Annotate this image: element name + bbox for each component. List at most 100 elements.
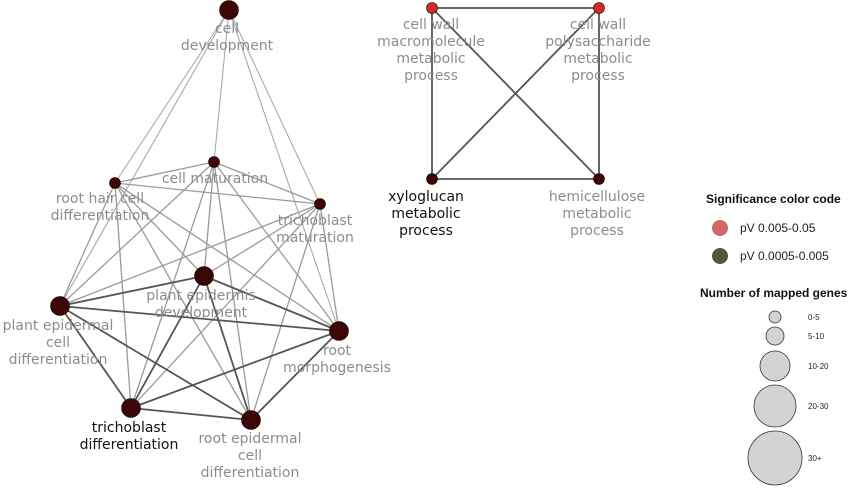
edge-cell_mat-root_epi xyxy=(213,161,252,421)
node-label-line: development xyxy=(155,305,248,321)
legend-size-circle xyxy=(747,430,803,486)
node-layer xyxy=(50,0,605,430)
edge-cell_dev-cell_mat xyxy=(213,9,230,163)
node-label-line: trichoblast xyxy=(278,213,353,229)
node-label-line: cell xyxy=(215,21,239,37)
node-label-line: metabolic xyxy=(396,51,465,67)
edge-plant_epi_dev-root_epi xyxy=(203,275,252,421)
legend-color-label-light: pV 0.005-0.05 xyxy=(740,221,816,235)
edge-trich_mat-plant_epi_cell xyxy=(59,203,321,307)
node-cw_poly[interactable] xyxy=(593,2,605,14)
edge-plant_epi_dev-root_morph xyxy=(203,275,340,332)
edge-cell_mat-root_morph xyxy=(213,161,340,332)
node-label-line: metabolic xyxy=(563,51,632,67)
edge-root_morph-trich_diff xyxy=(130,330,340,409)
legend-color-swatch-light xyxy=(712,220,728,236)
legend-color-label-dark: pV 0.0005-0.005 xyxy=(740,249,829,263)
edge-plant_epi_cell-trich_diff xyxy=(59,305,132,409)
legend-size-scale: 0-5 5-10 10-20 20-30 30+ xyxy=(747,310,829,486)
node-root_hair[interactable] xyxy=(109,177,121,189)
node-label-line: metabolic xyxy=(562,206,631,222)
edge-trich_mat-root_epi xyxy=(250,203,321,421)
edge-cell_dev-trich_mat xyxy=(228,9,321,205)
legend-size-circle xyxy=(768,310,782,324)
node-label-line: root xyxy=(323,343,352,359)
node-xylo[interactable] xyxy=(426,173,438,185)
edge-cw_poly-xylo xyxy=(431,7,600,180)
edge-trich_mat-root_morph xyxy=(319,203,340,332)
edge-cell_dev-root_morph xyxy=(228,9,340,332)
edge-cell_dev-plant_epi_cell xyxy=(59,9,230,307)
node-label-line: metabolic xyxy=(391,206,460,222)
legend-size-label: 30+ xyxy=(808,454,822,463)
node-label-line: cell maturation xyxy=(162,171,268,187)
edge-root_morph-root_epi xyxy=(250,330,340,421)
node-label-line: root epidermal xyxy=(198,431,301,447)
edge-root_hair-trich_diff xyxy=(114,182,132,409)
legend: Significance color code pV 0.005-0.05 pV… xyxy=(700,192,848,486)
edge-trich_diff-root_epi xyxy=(130,407,252,421)
legend-size-title: Number of mapped genes xyxy=(700,286,848,300)
legend-color-title: Significance color code xyxy=(706,192,841,206)
legend-size-circle xyxy=(765,326,785,346)
edge-root_hair-root_morph xyxy=(114,182,340,332)
node-label-line: trichoblast xyxy=(92,420,167,436)
edge-plant_epi_dev-trich_diff xyxy=(130,275,205,409)
node-label-line: differentiation xyxy=(51,208,150,224)
legend-size-label: 5-10 xyxy=(808,332,825,341)
edge-root_hair-trich_mat xyxy=(114,182,321,205)
legend-size-label: 0-5 xyxy=(808,313,820,322)
legend-size-circle xyxy=(753,384,797,428)
node-label-line: cell xyxy=(238,448,262,464)
node-label-line: macromolecule xyxy=(377,34,485,50)
node-label-line: plant epidermal xyxy=(3,318,114,334)
node-plant_epi_dev[interactable] xyxy=(194,266,214,286)
node-label-cell_mat: cell maturation xyxy=(162,171,268,187)
edge-root_hair-plant_epi_cell xyxy=(59,182,116,307)
node-label-line: process xyxy=(404,68,458,84)
edge-cell_dev-root_hair xyxy=(114,9,230,184)
edge-plant_epi_dev-plant_epi_cell xyxy=(59,275,205,307)
edge-root_hair-plant_epi_dev xyxy=(114,182,205,277)
legend-size-circle xyxy=(759,350,791,382)
node-trich_diff[interactable] xyxy=(121,398,141,418)
edge-cell_mat-trich_diff xyxy=(130,161,215,409)
node-label-line: cell xyxy=(46,335,70,351)
node-label-line: cell wall xyxy=(570,17,626,33)
edge-trich_mat-plant_epi_dev xyxy=(203,203,321,277)
node-root_epi[interactable] xyxy=(241,410,261,430)
node-label-line: hemicellulose xyxy=(549,189,645,205)
legend-color-swatch-dark xyxy=(712,248,728,264)
legend-size-label: 20-30 xyxy=(808,402,829,411)
node-cell_dev[interactable] xyxy=(219,0,239,20)
node-trich_mat[interactable] xyxy=(314,198,326,210)
edge-layer xyxy=(59,7,600,421)
node-cw_macro[interactable] xyxy=(426,2,438,14)
node-label-line: process xyxy=(571,68,625,84)
edge-cell_mat-trich_mat xyxy=(213,161,321,205)
node-label-line: cell wall xyxy=(403,17,459,33)
node-root_morph[interactable] xyxy=(329,321,349,341)
node-hemi[interactable] xyxy=(593,173,605,185)
edge-trich_mat-trich_diff xyxy=(130,203,321,409)
node-label-line: maturation xyxy=(276,230,354,246)
legend-size-label: 10-20 xyxy=(808,362,829,371)
node-plant_epi_cell[interactable] xyxy=(50,296,70,316)
node-label-line: root hair cell xyxy=(56,191,144,207)
node-label-line: differentiation xyxy=(80,437,179,453)
node-label-line: plant epidermis xyxy=(146,288,255,304)
node-cell_mat[interactable] xyxy=(208,156,220,168)
